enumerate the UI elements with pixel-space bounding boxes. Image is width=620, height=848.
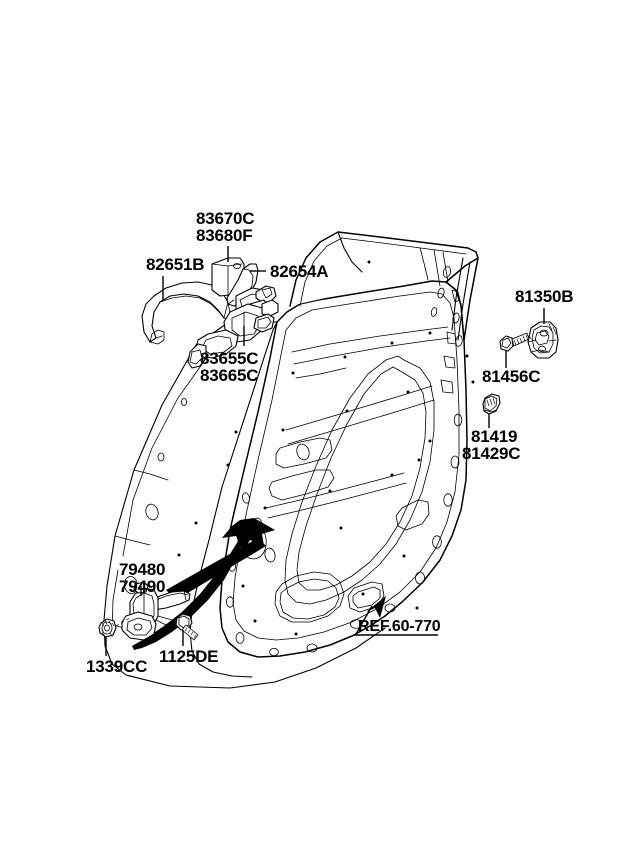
door-checker-arm-assembly [121, 581, 191, 641]
rear-door-panel-assembly [103, 231, 479, 689]
checker-flange-nut [98, 617, 131, 638]
leader-lines [105, 246, 545, 656]
outside-handle-base-bracket [187, 285, 279, 369]
checker-flange-bolt [175, 613, 199, 641]
label-79480: 79480 [119, 560, 165, 579]
label-81350B: 81350B [515, 287, 573, 306]
label-81429C: 81429C [462, 444, 520, 463]
door-hole-plug-clip [482, 393, 501, 415]
label-1125DE: 1125DE [159, 647, 218, 666]
label-83680F: 83680F [196, 226, 252, 245]
door-striker-bracket [527, 321, 559, 359]
label-82654A: 82654A [270, 262, 328, 281]
label-82651B: 82651B [146, 255, 204, 274]
label-ref-60-770: REF.60-770 [358, 618, 441, 635]
striker-mounting-bolt [499, 332, 532, 352]
door-panel-reference-callout [354, 596, 438, 636]
checker-attachment-pointer [132, 518, 275, 650]
label-81419: 81419 [471, 427, 517, 446]
part-number-labels: 83670C 83680F 82651B 82654A 83655C 83665… [86, 209, 574, 676]
label-81456C: 81456C [482, 367, 540, 386]
label-83670C: 83670C [196, 209, 254, 228]
label-83665C: 83665C [200, 366, 258, 385]
label-1339CC: 1339CC [86, 657, 147, 676]
label-83655C: 83655C [200, 349, 258, 368]
label-79490: 79490 [119, 577, 165, 596]
